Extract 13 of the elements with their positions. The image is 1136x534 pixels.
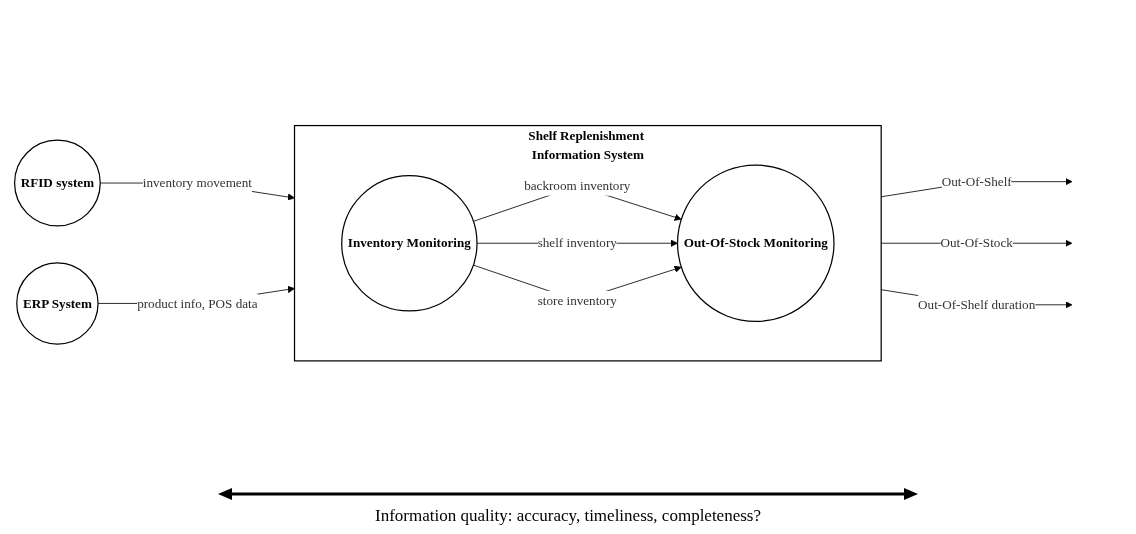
node-circle: Out-Of-Stock Monitoring [676, 164, 835, 322]
node-circle: Inventory Monitoring [341, 174, 478, 312]
edge-label: Out-Of-Shelf [941, 174, 1012, 188]
edge-label: backroom inventory [524, 178, 631, 193]
node-circle: RFID system [13, 139, 101, 227]
edge-label: shelf inventory [537, 235, 617, 250]
edge-label: inventory movement [142, 175, 252, 190]
note-text: Information quality: accuracy, timeliness, completeness? [375, 506, 761, 526]
edge-label: Out-Of-Stock [940, 235, 1013, 250]
edge-label: store inventory [537, 292, 617, 307]
edge-label: Out-Of-Shelf duration [918, 297, 1036, 312]
node-circle: ERP System [16, 261, 99, 345]
edge-label: product info, POS data [137, 295, 258, 310]
